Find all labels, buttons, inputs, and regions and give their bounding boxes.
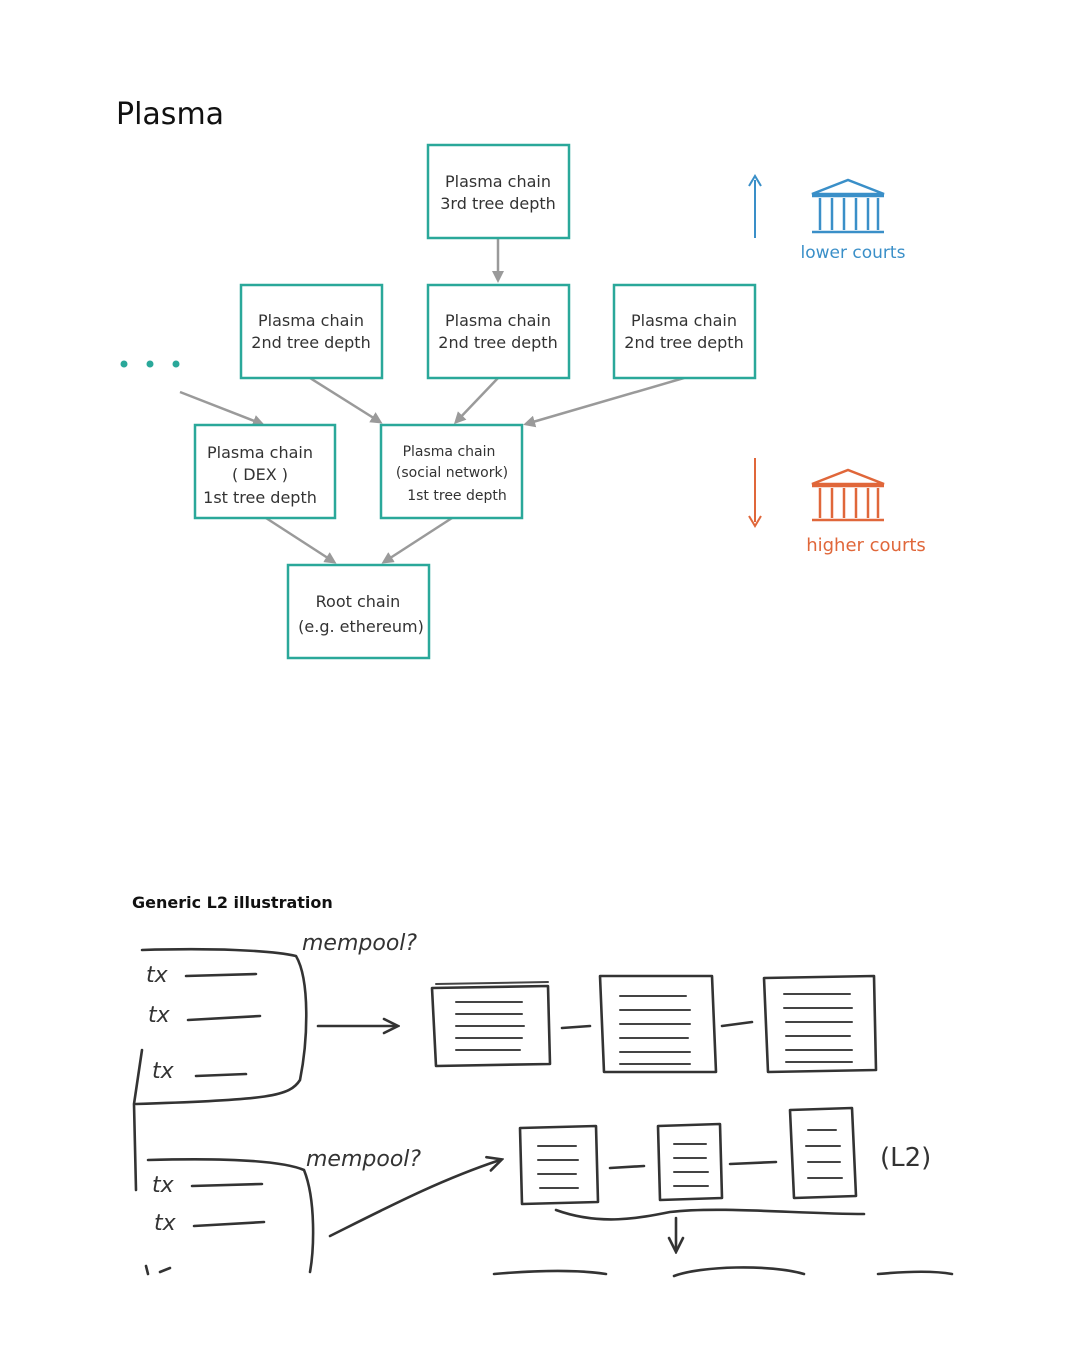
lower-courts-label: lower courts [801, 243, 906, 263]
l2-label: (L2) [880, 1143, 931, 1173]
node-second-left-line1: Plasma chain [258, 311, 364, 330]
node-root-line2: (e.g. ethereum) [298, 617, 424, 636]
node-dex: Plasma chain ( DEX ) 1st tree depth [193, 423, 337, 520]
l2-brace [554, 1208, 866, 1221]
mempool-bottom-list: tx tx [144, 1158, 315, 1276]
node-second-left-line2: 2nd tree depth [251, 333, 370, 352]
node-root: Root chain (e.g. ethereum) [286, 563, 431, 660]
node-third-line1: Plasma chain [445, 172, 551, 191]
node-root-line1: Root chain [316, 592, 401, 611]
mempool-top-list: tx tx tx [132, 947, 308, 1192]
tx-label: tx [154, 1211, 177, 1236]
node-third-line2: 3rd tree depth [440, 194, 556, 213]
legend-lower-courts: lower courts [748, 174, 906, 263]
edge-ellipsis-to-dex [179, 390, 265, 427]
node-second-mid: Plasma chain 2nd tree depth [426, 283, 571, 380]
legend-higher-courts: higher courts [748, 458, 926, 556]
block-chain-top [430, 974, 878, 1074]
edge-second-right-to-social [523, 376, 685, 428]
plasma-edges [179, 238, 685, 564]
tx-label: tx [148, 1003, 171, 1028]
node-second-mid-line2: 2nd tree depth [438, 333, 557, 352]
edge-social-to-root [381, 516, 453, 564]
edge-second-mid-to-social [453, 377, 499, 425]
node-social-line1: Plasma chain [403, 444, 496, 460]
node-dex-line3: 1st tree depth [203, 488, 317, 507]
node-second-right: Plasma chain 2nd tree depth [612, 283, 757, 380]
block [762, 974, 878, 1074]
block [518, 1124, 600, 1206]
edge-dex-to-root [265, 516, 337, 564]
mempool-bottom-arrow [328, 1160, 500, 1238]
node-third-depth: Plasma chain 3rd tree depth [426, 143, 571, 240]
block [788, 1106, 858, 1200]
block-chain-l2: (L2) [518, 1106, 931, 1250]
l2-title: Generic L2 illustration [132, 893, 333, 912]
courthouse-icon [811, 178, 885, 234]
plasma-title: Plasma [116, 97, 224, 132]
courthouse-icon [811, 468, 885, 522]
block [598, 974, 718, 1074]
node-social-line3: 1st tree depth [407, 488, 507, 504]
mempool-bottom-label: mempool? [306, 1147, 421, 1172]
mempool-top-label: mempool? [302, 931, 417, 956]
cropped-bottom-strokes [492, 1266, 954, 1278]
node-second-right-line1: Plasma chain [631, 311, 737, 330]
ellipsis-dots [120, 360, 180, 368]
tx-label: tx [152, 1173, 175, 1198]
higher-courts-label: higher courts [806, 535, 926, 556]
node-dex-line2: ( DEX ) [232, 465, 288, 484]
node-social-line2: (social network) [396, 465, 508, 481]
node-social: Plasma chain (social network) 1st tree d… [379, 423, 524, 520]
edge-second-left-to-social [309, 376, 383, 424]
node-second-left: Plasma chain 2nd tree depth [239, 283, 384, 380]
tx-label: tx [146, 963, 169, 988]
tx-label: tx [152, 1059, 175, 1084]
node-second-right-line2: 2nd tree depth [624, 333, 743, 352]
block [656, 1122, 724, 1202]
node-second-mid-line1: Plasma chain [445, 311, 551, 330]
block [430, 981, 552, 1068]
node-dex-line1: Plasma chain [207, 443, 313, 462]
